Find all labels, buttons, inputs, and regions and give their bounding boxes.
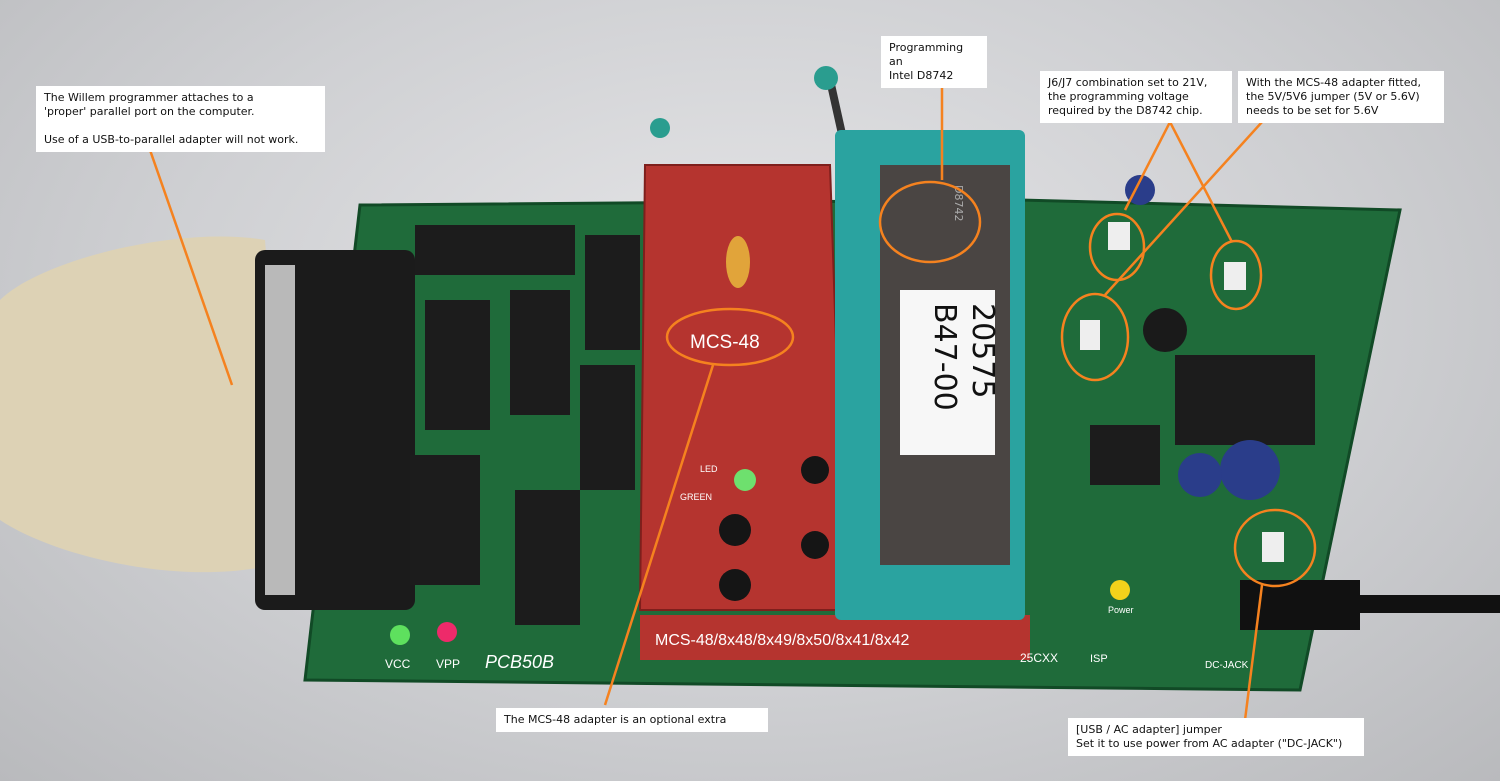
green-label: GREEN [680,492,712,502]
chip-marking: D8742 [952,185,965,221]
led-label: LED [700,464,718,474]
dc-jack-label: DC-JACK [1205,660,1249,671]
eeprom-slot-label: 25CXX [1020,651,1058,665]
adapter-footer: MCS-48/8x48/8x49/8x50/8x41/8x42 [655,632,909,649]
power-label: Power [1108,605,1134,615]
annotation-marks [148,70,1317,721]
callout-usb-ac-jumper: [USB / AC adapter] jumper Set it to use … [1068,718,1364,756]
callout-5v6-jumper: With the MCS-48 adapter fitted, the 5V/5… [1238,71,1444,123]
callout-programming-chip: Programming an Intel D8742 [881,36,987,88]
callout-parallel-port: The Willem programmer attaches to a 'pro… [36,86,325,152]
chip-label-line2: B47-00 [927,303,962,411]
callout-j6-j7: J6/J7 combination set to 21V, the progra… [1040,71,1232,123]
vcc-label: VCC [385,657,411,671]
zif-socket: 20575 B47-00 D8742 [650,66,1025,620]
callout-mcs48-adapter: The MCS-48 adapter is an optional extra [496,708,768,732]
ics [410,225,1315,625]
chip-label-line1: 20575 [965,303,1000,398]
vpp-label: VPP [436,657,460,671]
parallel-connector [0,236,415,610]
adapter-label: MCS-48 [690,332,760,353]
board-name: PCB50B [485,652,554,672]
isp-label: ISP [1090,653,1108,665]
